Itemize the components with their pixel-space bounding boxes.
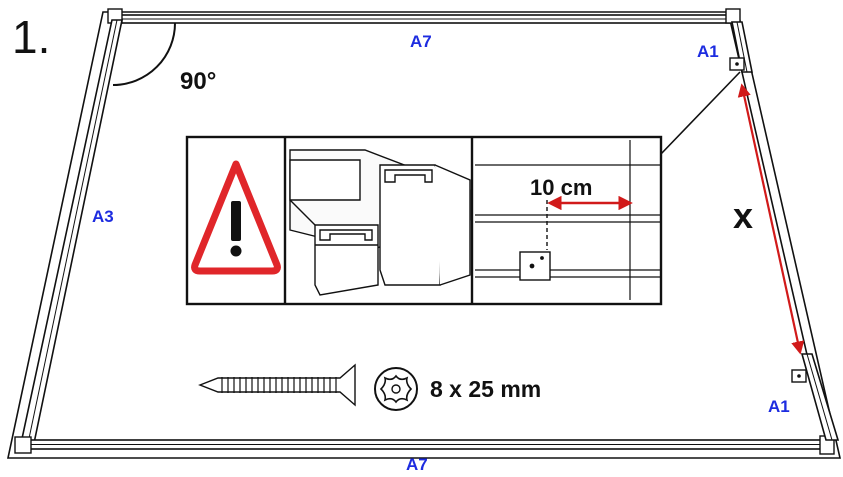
part-label-bracket-bottom: A1 [768,397,790,416]
right-rail-bottom [800,353,840,441]
warning-triangle-icon [191,160,281,275]
bracket-a1-top [729,57,745,71]
screw-icon [198,363,356,407]
part-label-bottom-rail: A7 [406,455,428,474]
right-rail-top [731,21,753,73]
distance-arrow-x [737,83,805,355]
distance-10cm-label: 10 cm [530,175,593,200]
step-number: 1. [12,11,51,63]
part-label-left-rail: A3 [92,207,114,226]
top-rail-a7 [107,8,741,24]
part-label-top-rail: A7 [410,32,432,51]
distance-x-label: x [733,195,754,236]
profile-ends-illustration [289,149,471,296]
rail-section-illustration [475,140,660,300]
part-label-bracket-top: A1 [697,42,719,61]
detail-leader-line [659,71,741,156]
screw-size-label: 8 x 25 mm [430,376,542,402]
right-angle-arc [112,22,176,86]
bottom-rail-a7 [14,435,835,455]
torx-bit-icon [374,367,418,411]
bracket-a1-bottom [791,369,807,383]
angle-label: 90° [180,68,217,95]
left-rail-a3 [19,19,123,449]
